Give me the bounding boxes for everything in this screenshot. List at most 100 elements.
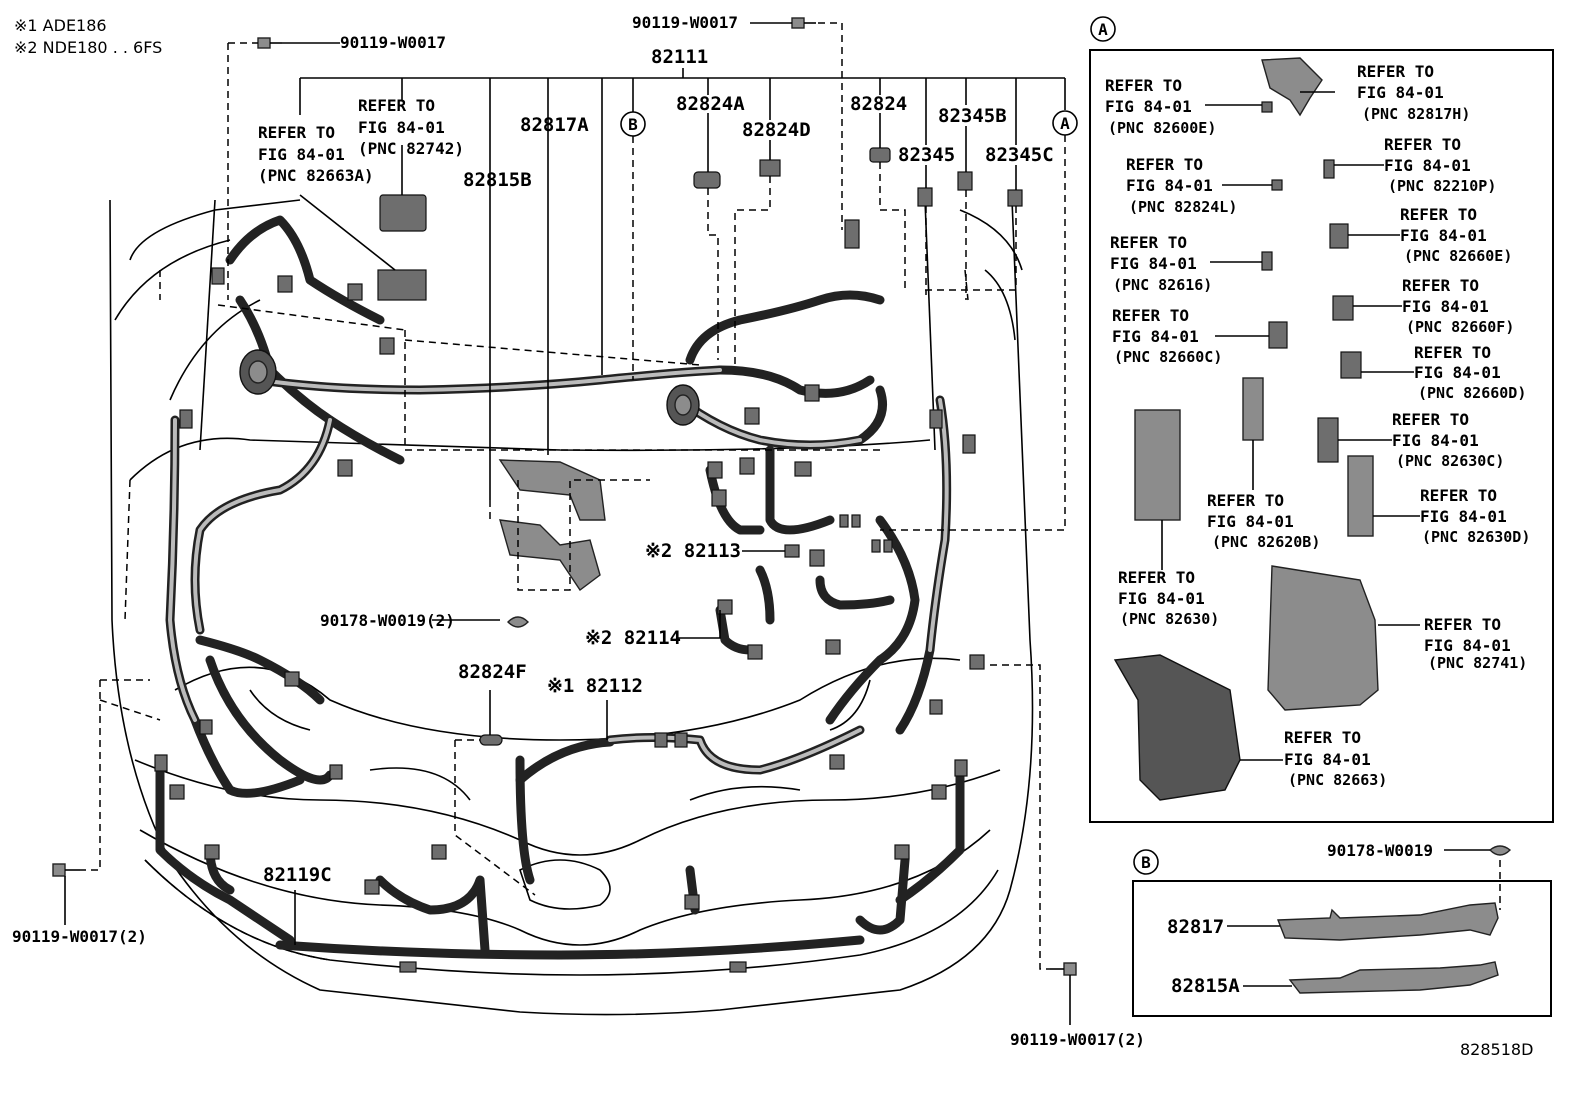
svg-text:(PNC 82660F): (PNC 82660F) (1406, 318, 1514, 336)
callout-82111: 82111 (651, 46, 708, 68)
svg-text:REFER TO: REFER TO (1105, 76, 1182, 95)
svg-text:REFER TO: REFER TO (1118, 568, 1195, 587)
engine-room-harness-highlight (168, 368, 949, 772)
bolt-icon-top-center (791, 17, 816, 29)
connectors (154, 147, 1023, 973)
svg-text:(PNC 82741): (PNC 82741) (1428, 654, 1527, 672)
callout-82824d: 82824D (742, 119, 811, 141)
svg-text:REFER TO: REFER TO (1207, 491, 1284, 510)
bolt-icon-bottom-right (1050, 962, 1077, 976)
svg-text:FIG 84-01: FIG 84-01 (1420, 507, 1507, 526)
panel-b-label-82817: 82817 (1167, 916, 1224, 938)
svg-text:REFER TO: REFER TO (1414, 343, 1491, 362)
panel-a-refer-82660e: REFER TO FIG 84-01 (PNC 82660E) (1400, 205, 1512, 265)
svg-text:REFER TO: REFER TO (1400, 205, 1477, 224)
clip-icon-center (507, 616, 529, 628)
panel-a-refer-82630c: REFER TO FIG 84-01 (PNC 82630C) (1392, 410, 1504, 470)
svg-text:(PNC 82817H): (PNC 82817H) (1362, 105, 1470, 123)
panel-b-bracket-82815a (1288, 961, 1499, 994)
svg-text:FIG 84-01: FIG 84-01 (358, 118, 445, 137)
svg-text:(PNC 82210P): (PNC 82210P) (1388, 177, 1496, 195)
svg-text:REFER TO: REFER TO (1284, 728, 1361, 747)
panel-b-marker: B (1133, 849, 1159, 875)
dashed-guides (80, 22, 1066, 970)
callout-82345b: 82345B (938, 105, 1007, 127)
svg-text:FIG 84-01: FIG 84-01 (1118, 589, 1205, 608)
leader-lines (64, 22, 1071, 1025)
svg-text:REFER TO: REFER TO (1392, 410, 1469, 429)
panel-a-refer-82600e: REFER TO FIG 84-01 (PNC 82600E) (1105, 76, 1216, 137)
callout-clip-center: 90178-W0019(2) (320, 611, 455, 630)
svg-text:FIG 84-01: FIG 84-01 (1126, 176, 1213, 195)
refer-82663a: REFER TO FIG 84-01 (PNC 82663A) (258, 123, 374, 185)
panel-b-label-82815a: 82815A (1171, 975, 1240, 997)
panel-a-refer-82817h: REFER TO FIG 84-01 (PNC 82817H) (1357, 62, 1470, 123)
callout-bolt-bottom-right: 90119-W0017(2) (1010, 1030, 1145, 1049)
svg-text:FIG 84-01: FIG 84-01 (1400, 226, 1487, 245)
callout-82345: 82345 (898, 144, 955, 166)
callout-82824a: 82824A (676, 93, 745, 115)
callout-bolt-top-left: 90119-W0017 (340, 33, 446, 52)
svg-text:REFER TO: REFER TO (1402, 276, 1479, 295)
svg-text:REFER TO: REFER TO (1384, 135, 1461, 154)
svg-text:FIG 84-01: FIG 84-01 (1284, 750, 1371, 769)
svg-text:B: B (1141, 853, 1151, 872)
svg-text:REFER TO: REFER TO (1357, 62, 1434, 81)
callout-82119c: 82119C (263, 864, 332, 886)
svg-text:(PNC 82663): (PNC 82663) (1288, 771, 1387, 789)
svg-text:A: A (1098, 20, 1108, 39)
svg-text:(PNC 82660C): (PNC 82660C) (1114, 348, 1222, 366)
svg-text:(PNC 82630): (PNC 82630) (1120, 610, 1219, 628)
svg-text:REFER TO: REFER TO (1110, 233, 1187, 252)
callout-82815b: 82815B (463, 169, 532, 191)
circle-marker-a-main: A (1052, 110, 1078, 136)
svg-text:REFER TO: REFER TO (1126, 155, 1203, 174)
panel-a-refer-82824l: REFER TO FIG 84-01 (PNC 82824L) (1126, 155, 1237, 216)
svg-text:(PNC 82660E): (PNC 82660E) (1404, 247, 1512, 265)
callout-82824: 82824 (850, 93, 907, 115)
svg-text:(PNC 82600E): (PNC 82600E) (1108, 119, 1216, 137)
vehicle-body-outline (109, 199, 1034, 1016)
svg-text:A: A (1060, 114, 1070, 133)
panel-a-refer-82210p: REFER TO FIG 84-01 (PNC 82210P) (1384, 135, 1496, 195)
panel-a-frame (1089, 49, 1554, 823)
svg-text:REFER TO: REFER TO (1420, 486, 1497, 505)
svg-text:(PNC 82620B): (PNC 82620B) (1212, 533, 1320, 551)
svg-text:(PNC 82630D): (PNC 82630D) (1422, 528, 1530, 546)
panel-a-refer-82660c: REFER TO FIG 84-01 (PNC 82660C) (1112, 306, 1222, 366)
svg-text:FIG 84-01: FIG 84-01 (258, 145, 345, 164)
svg-text:REFER TO: REFER TO (1424, 615, 1501, 634)
svg-text:FIG 84-01: FIG 84-01 (1357, 83, 1444, 102)
svg-text:FIG 84-01: FIG 84-01 (1402, 297, 1489, 316)
svg-text:B: B (628, 115, 638, 134)
callout-bolt-top-center: 90119-W0017 (632, 13, 738, 32)
bolt-icon-top-left (257, 37, 282, 49)
svg-text:(PNC 82663A): (PNC 82663A) (258, 166, 374, 185)
panel-a-marker: A (1090, 16, 1116, 42)
callout-bolt-left: 90119-W0017(2) (12, 927, 147, 946)
callout-82345c: 82345C (985, 144, 1054, 166)
clip-icon-panel-b (1488, 845, 1512, 856)
panel-a-refer-82663: REFER TO FIG 84-01 (PNC 82663) (1284, 728, 1387, 789)
refer-82742: REFER TO FIG 84-01 (PNC 82742) (358, 96, 464, 158)
svg-text:(PNC 82616): (PNC 82616) (1113, 276, 1212, 294)
grommets (239, 349, 700, 426)
callout-82112: ※1 82112 (547, 675, 643, 697)
svg-text:REFER TO: REFER TO (258, 123, 335, 142)
bolt-icon-left (52, 863, 80, 877)
panel-a-refer-82616: REFER TO FIG 84-01 (PNC 82616) (1110, 233, 1212, 294)
panel-a-leaders (1161, 91, 1420, 761)
svg-text:FIG 84-01: FIG 84-01 (1392, 431, 1479, 450)
panel-a-refer-82660d: REFER TO FIG 84-01 (PNC 82660D) (1414, 343, 1526, 402)
svg-text:FIG 84-01: FIG 84-01 (1414, 363, 1501, 382)
svg-text:(PNC 82660D): (PNC 82660D) (1418, 384, 1526, 402)
callout-82113: ※2 82113 (645, 540, 741, 562)
svg-text:REFER TO: REFER TO (358, 96, 435, 115)
harness-brackets (498, 459, 606, 592)
panel-b-bracket-82817 (1276, 902, 1499, 941)
svg-text:FIG 84-01: FIG 84-01 (1207, 512, 1294, 531)
panel-a-refer-82620b: REFER TO FIG 84-01 (PNC 82620B) (1207, 491, 1320, 551)
note-ade186: ※1 ADE186 (14, 16, 107, 35)
svg-text:(PNC 82742): (PNC 82742) (358, 139, 464, 158)
